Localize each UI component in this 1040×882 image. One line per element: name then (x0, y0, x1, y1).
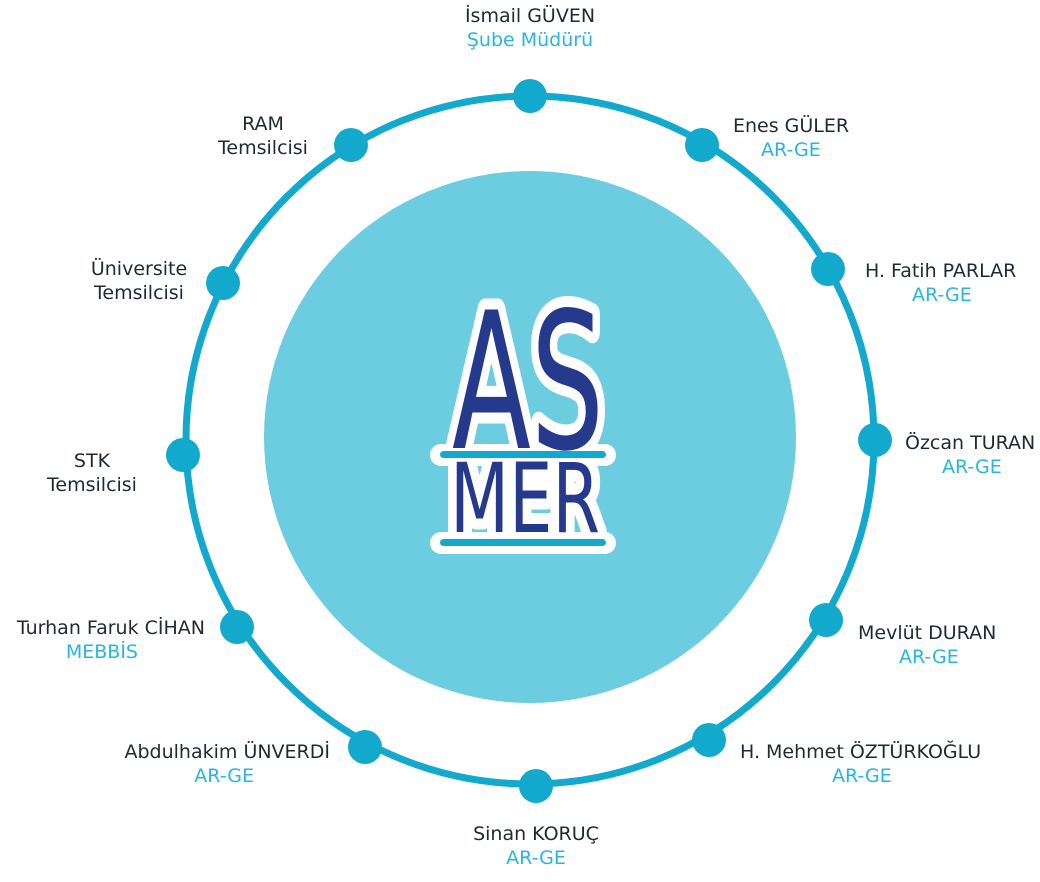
member-enes-guler: Enes GÜLER AR-GE (733, 115, 973, 163)
member-role: MEBBİS (65, 640, 138, 663)
member-ismail-guven: İsmail GÜVEN Şube Müdürü (410, 5, 650, 53)
member-stk-temsilcisi: STK Temsilcisi (0, 430, 212, 518)
member-fatih-parlar: H. Fatih PARLAR AR-GE (865, 260, 1040, 308)
member-name: Abdulhakim ÜNVERDİ (124, 741, 330, 763)
node-mehmet-ozturkoglu (692, 723, 726, 757)
center-circle (264, 171, 796, 703)
member-name: Enes GÜLER (733, 115, 850, 137)
node-stk-temsilcisi (166, 438, 200, 472)
member-role: AR-GE (761, 138, 821, 161)
member-role: AR-GE (912, 283, 972, 306)
node-ismail-guven (513, 79, 547, 113)
member-sinan-koruc: Sinan KORUÇ AR-GE (416, 823, 656, 871)
member-role: Şube Müdürü (466, 28, 594, 51)
member-role: AR-GE (194, 764, 254, 787)
node-fatih-parlar (811, 252, 845, 286)
member-turhan-faruk-cihan: Turhan Faruk CİHAN MEBBİS (0, 617, 205, 665)
member-name: Turhan Faruk CİHAN (16, 617, 205, 639)
member-name: İsmail GÜVEN (464, 5, 596, 27)
logo-underline-2 (440, 539, 606, 546)
member-role: AR-GE (506, 846, 566, 869)
node-universite-temsilcisi (206, 266, 240, 300)
member-name: STK Temsilcisi (47, 450, 137, 496)
member-name: Özcan TURAN (905, 432, 1036, 454)
member-mevlut-duran: Mevlüt DURAN AR-GE (858, 622, 1040, 670)
member-role: AR-GE (899, 645, 959, 668)
asmer-logo: AS MER AS MER (430, 261, 616, 566)
node-mevlut-duran (809, 603, 843, 637)
member-name: H. Fatih PARLAR (865, 260, 1017, 282)
member-name: Mevlüt DURAN (858, 622, 997, 644)
member-universite-temsilcisi: Üniversite Temsilcisi (19, 258, 259, 306)
node-turhan-faruk-cihan (220, 610, 254, 644)
member-role: AR-GE (832, 764, 892, 787)
member-ram-temsilcisi: RAM Temsilcisi (143, 113, 383, 161)
node-ram-temsilcisi (334, 128, 368, 162)
member-abdulhakim-unverdi: Abdulhakim ÜNVERDİ AR-GE (90, 741, 330, 789)
member-name: Üniversite Temsilcisi (90, 258, 188, 304)
member-name: H. Mehmet ÖZTÜRKOĞLU (740, 741, 982, 763)
logo-underline-1 (440, 451, 606, 458)
ring-nodes (166, 79, 892, 803)
node-sinan-koruc (519, 769, 553, 803)
node-abdulhakim-unverdi (348, 730, 382, 764)
member-ozcan-turan: Özcan TURAN AR-GE (905, 432, 1040, 480)
logo-line-2: MER (450, 443, 600, 555)
node-enes-guler (685, 128, 719, 162)
member-name: Sinan KORUÇ (473, 823, 599, 845)
logo-line-1: AS (452, 272, 604, 493)
node-ozcan-turan (858, 423, 892, 457)
member-name: RAM Temsilcisi (218, 113, 308, 159)
member-mehmet-ozturkoglu: H. Mehmet ÖZTÜRKOĞLU AR-GE (740, 741, 982, 789)
member-role: AR-GE (942, 455, 1002, 478)
